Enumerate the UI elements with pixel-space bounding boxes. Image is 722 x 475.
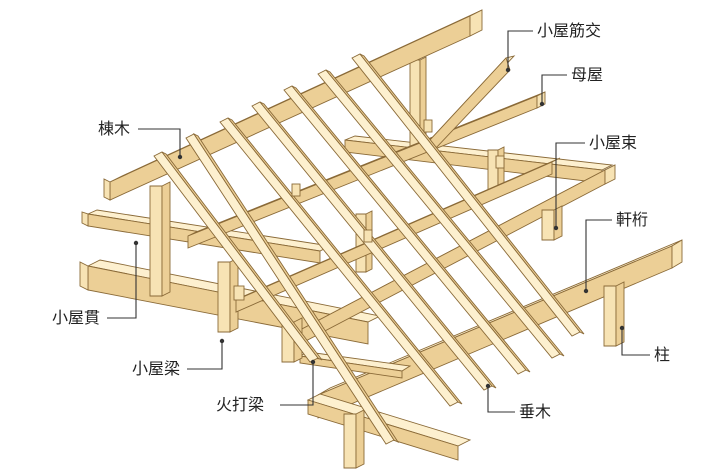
label-ridge-beam: 棟木 — [98, 119, 131, 138]
rafter — [185, 132, 400, 445]
rafters — [153, 53, 585, 445]
label-column: 柱 — [654, 345, 671, 364]
label-roof-brace: 小屋筋交 — [537, 21, 602, 40]
label-eave-girder: 軒桁 — [616, 210, 649, 229]
rafter — [219, 117, 463, 407]
label-diagonal-brace: 火打梁 — [216, 395, 265, 414]
rafter — [317, 69, 565, 359]
label-roof-strut: 小屋束 — [589, 133, 638, 152]
label-purlin: 母屋 — [571, 65, 604, 84]
leader-lines — [107, 30, 650, 413]
rafter — [251, 101, 497, 391]
column-right — [603, 281, 625, 347]
diagonal-brace — [298, 351, 412, 379]
column-front — [343, 409, 365, 469]
label-rafter: 垂木 — [519, 402, 552, 421]
eave-girder — [317, 239, 683, 419]
rafter — [351, 53, 585, 337]
roof-brace — [428, 55, 516, 151]
joint-blocks — [233, 119, 505, 301]
label-tie-beam: 小屋貫 — [52, 308, 101, 327]
strut-right — [541, 205, 563, 241]
label-roof-beam: 小屋梁 — [132, 359, 181, 378]
strut-mid-left — [217, 257, 239, 333]
strut-left — [149, 181, 171, 297]
front-girder — [306, 393, 472, 461]
rafter — [283, 85, 531, 375]
rafter — [153, 151, 323, 363]
